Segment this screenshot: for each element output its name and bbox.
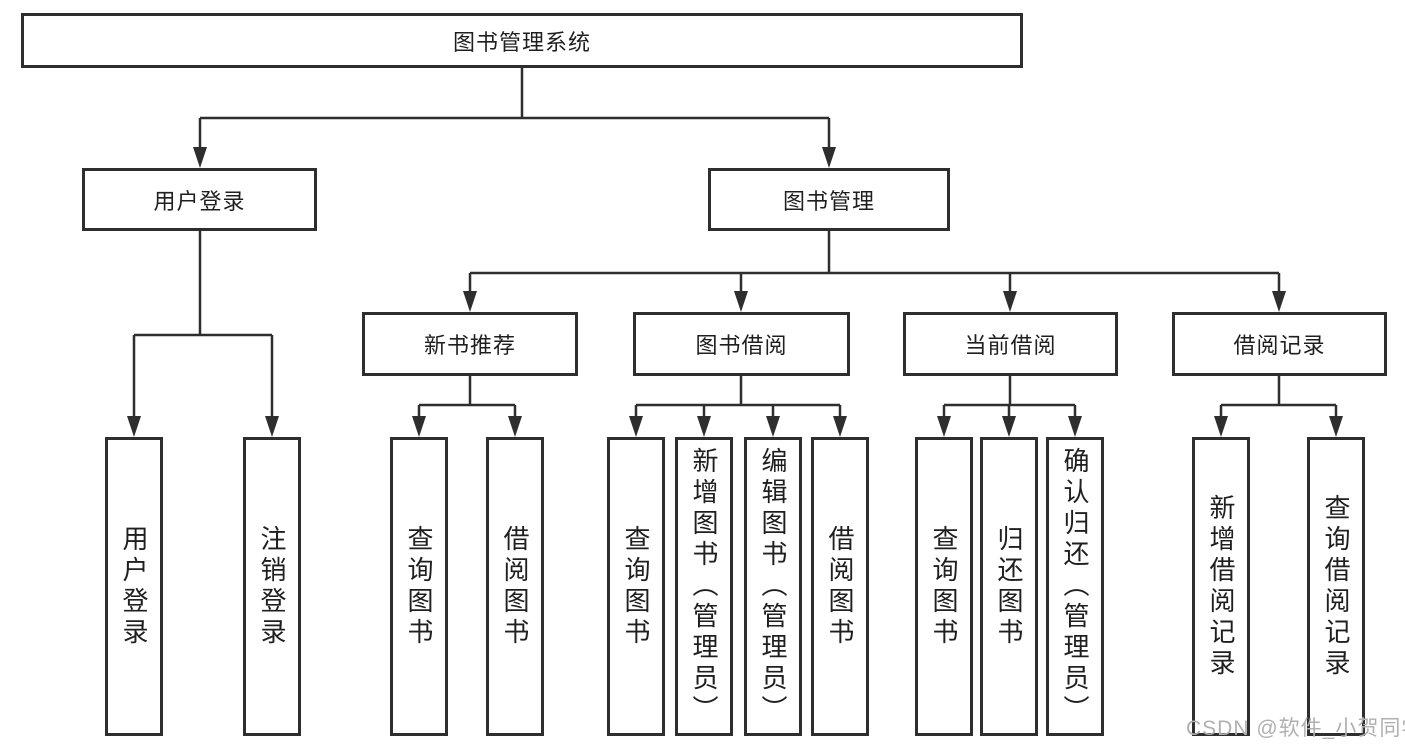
node-label: 图书借阅 xyxy=(695,333,788,358)
leaf-borrow-book-recommend: 借阅图书 xyxy=(486,437,544,736)
node-new-book-recommend: 新书推荐 xyxy=(362,312,578,376)
node-label: 查询借阅记录 xyxy=(1321,493,1351,680)
leaf-logout: 注销登录 xyxy=(243,437,301,736)
node-label: 用户登录 xyxy=(153,188,246,214)
csdn-watermark: CSDN @软件_小贺同学 xyxy=(1186,717,1405,740)
node-label: 查询图书 xyxy=(621,524,651,649)
node-book-management: 图书管理 xyxy=(708,168,950,231)
leaf-user-login: 用户登录 xyxy=(105,437,163,736)
node-label: 新增图书（管理员） xyxy=(689,447,719,726)
node-label: 借阅图书 xyxy=(825,524,855,649)
node-label: 借阅记录 xyxy=(1233,333,1326,358)
node-user-login: 用户登录 xyxy=(82,168,317,231)
node-label: 归还图书 xyxy=(994,524,1024,649)
node-label: 借阅图书 xyxy=(500,524,530,649)
node-label: 查询图书 xyxy=(929,524,959,649)
node-label: 查询图书 xyxy=(404,524,434,649)
node-book-borrow: 图书借阅 xyxy=(633,312,850,376)
leaf-query-book-borrow: 查询图书 xyxy=(607,437,665,736)
leaf-add-borrow-record: 新增借阅记录 xyxy=(1192,437,1250,736)
leaf-query-borrow-record: 查询借阅记录 xyxy=(1307,437,1365,736)
node-label: 图书管理 xyxy=(782,188,875,214)
leaf-edit-book-admin: 编辑图书（管理员） xyxy=(744,437,802,736)
node-label: 图书管理系统 xyxy=(452,29,591,55)
node-label: 用户登录 xyxy=(119,524,149,649)
leaf-add-book-admin: 新增图书（管理员） xyxy=(675,437,733,736)
leaf-query-book-recommend: 查询图书 xyxy=(390,437,448,736)
node-label: 新增借阅记录 xyxy=(1206,493,1236,680)
node-label: 注销登录 xyxy=(257,524,287,649)
node-label: 当前借阅 xyxy=(964,333,1057,358)
leaf-query-book-current: 查询图书 xyxy=(915,437,973,736)
leaf-return-book: 归还图书 xyxy=(980,437,1038,736)
node-label: 编辑图书（管理员） xyxy=(758,447,788,726)
leaf-confirm-return-admin: 确认归还（管理员） xyxy=(1046,437,1104,736)
leaf-borrow-book: 借阅图书 xyxy=(811,437,869,736)
node-root-library-system: 图书管理系统 xyxy=(21,13,1023,68)
node-label: 新书推荐 xyxy=(423,333,516,358)
node-label: 确认归还（管理员） xyxy=(1060,447,1090,726)
node-current-borrow: 当前借阅 xyxy=(903,312,1118,376)
node-borrow-record: 借阅记录 xyxy=(1172,312,1387,376)
